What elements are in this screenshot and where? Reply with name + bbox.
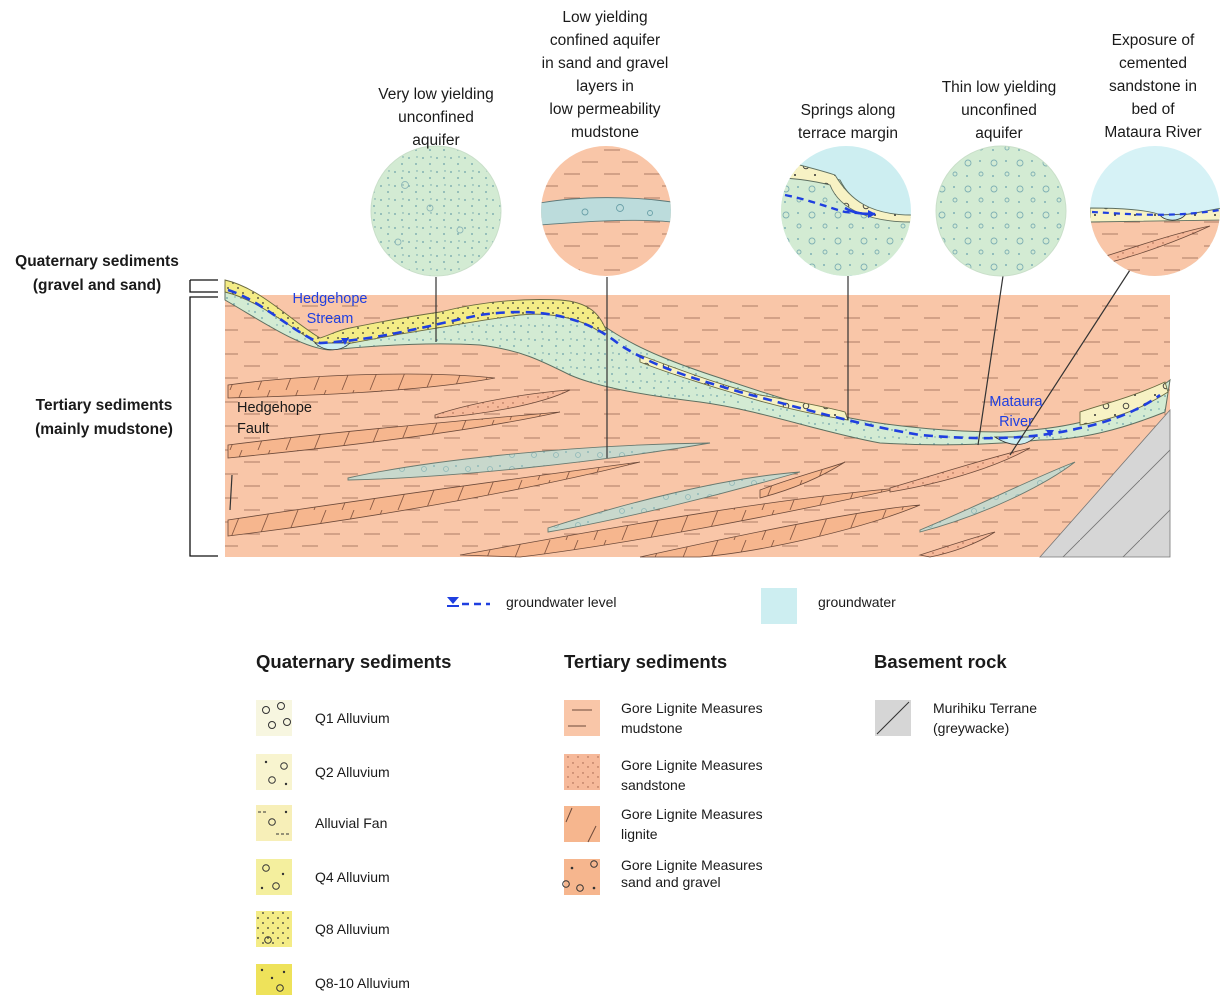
quaternary-bracket [189, 279, 218, 293]
label-quaternary-sediments: Quaternary sediments (gravel and sand) [15, 253, 179, 294]
legend-item-q4: Q4 Alluvium [315, 869, 390, 885]
lignite-band [227, 411, 561, 459]
label-hedgehope-stream: Hedgehope Stream [292, 291, 368, 327]
confined-aquifer-lens [547, 471, 801, 533]
detail-circle-very-low-aquifer [370, 145, 502, 277]
greywacke-basement [1039, 408, 1171, 558]
confined-aquifer-lens [347, 442, 711, 481]
legend-item-sand-gravel: Gore Lignite Measures sand and gravel [621, 857, 763, 890]
label-hedgehope-fault: Hedgehope Fault [237, 400, 312, 437]
legend-swatch-q1 [256, 700, 292, 736]
legend-swatch-q2 [256, 754, 292, 790]
label-tertiary-sediments: Tertiary sediments (mainly mudstone) [35, 397, 173, 438]
lignite-band [227, 373, 496, 399]
legend-item-alluvial-fan: Alluvial Fan [315, 815, 388, 831]
callout-cemented-sandstone: Exposure of cemented sandstone in bed of… [1104, 32, 1202, 141]
legend-swatch-q4 [256, 859, 292, 895]
legend-item-lignite: Gore Lignite Measures lignite [621, 806, 763, 842]
label-mataura-river: Mataura River [989, 394, 1043, 430]
legend-item-mudstone: Gore Lignite Measures mudstone [621, 700, 763, 736]
detail-circle-springs [781, 146, 911, 276]
legend-heading-quaternary: Quaternary sediments [256, 651, 452, 672]
tertiary-bracket [189, 296, 218, 557]
hedgehope-fault-line [229, 474, 233, 511]
legend-item-greywacke: Murihiku Terrane (greywacke) [933, 700, 1038, 736]
lignite-band [759, 461, 846, 499]
sandstone-lens [434, 389, 571, 419]
legend-item-q8-10: Q8-10 Alluvium [315, 975, 410, 991]
detail-circle-confined-aquifer [541, 146, 671, 276]
detail-circle-cemented-sandstone [1090, 146, 1220, 276]
legend-swatch-lignite [564, 806, 600, 843]
key-groundwater-level-label: groundwater level [506, 594, 617, 610]
callout-thin-low-yielding: Thin low yielding unconfined aquifer [941, 79, 1057, 142]
legend-item-q2: Q2 Alluvium [315, 764, 390, 780]
legend-swatch-q8 [256, 911, 292, 947]
water-level-marker [341, 338, 349, 345]
lignite-band [639, 504, 921, 558]
leader-line [1009, 269, 1131, 456]
sandstone-lens [889, 447, 1031, 493]
leader-line [977, 275, 1004, 446]
legend-item-sandstone: Gore Lignite Measures sandstone [621, 757, 763, 793]
q1-alluvium [1079, 381, 1169, 426]
legend-swatch-mudstone [564, 700, 600, 736]
legend-swatch-sandstone [564, 754, 600, 790]
legend-item-q1: Q1 Alluvium [315, 710, 390, 726]
q8-alluvium-capping [224, 279, 607, 349]
lignite-band [227, 461, 641, 537]
callout-low-yielding-confined: Low yielding confined aquifer in sand an… [541, 9, 669, 141]
groundwater-level-line [227, 288, 1161, 440]
key-groundwater-swatch [761, 588, 797, 624]
legend-swatch-greywacke [875, 700, 911, 736]
legend-swatch-alluvial-fan [256, 805, 292, 841]
callout-springs: Springs along terrace margin [798, 102, 898, 142]
key-groundwater-level-symbol [447, 597, 490, 607]
legend-heading-tertiary: Tertiary sediments [564, 651, 728, 672]
legend-heading-basement: Basement rock [874, 651, 1007, 672]
water-level-marker [1046, 430, 1054, 437]
sandstone-lens [918, 531, 996, 558]
callout-very-low-yielding: Very low yielding unconfined aquifer [378, 86, 494, 149]
legend-item-q8: Q8 Alluvium [315, 921, 390, 937]
legend-swatch-q8-10 [256, 964, 292, 995]
detail-circle-thin-aquifer [935, 145, 1067, 277]
confined-aquifer-lens [919, 461, 1076, 533]
hedgehope-stream-channel [313, 342, 352, 351]
key-groundwater-label: groundwater [818, 594, 896, 610]
legend-swatch-sand-gravel [562, 859, 600, 895]
